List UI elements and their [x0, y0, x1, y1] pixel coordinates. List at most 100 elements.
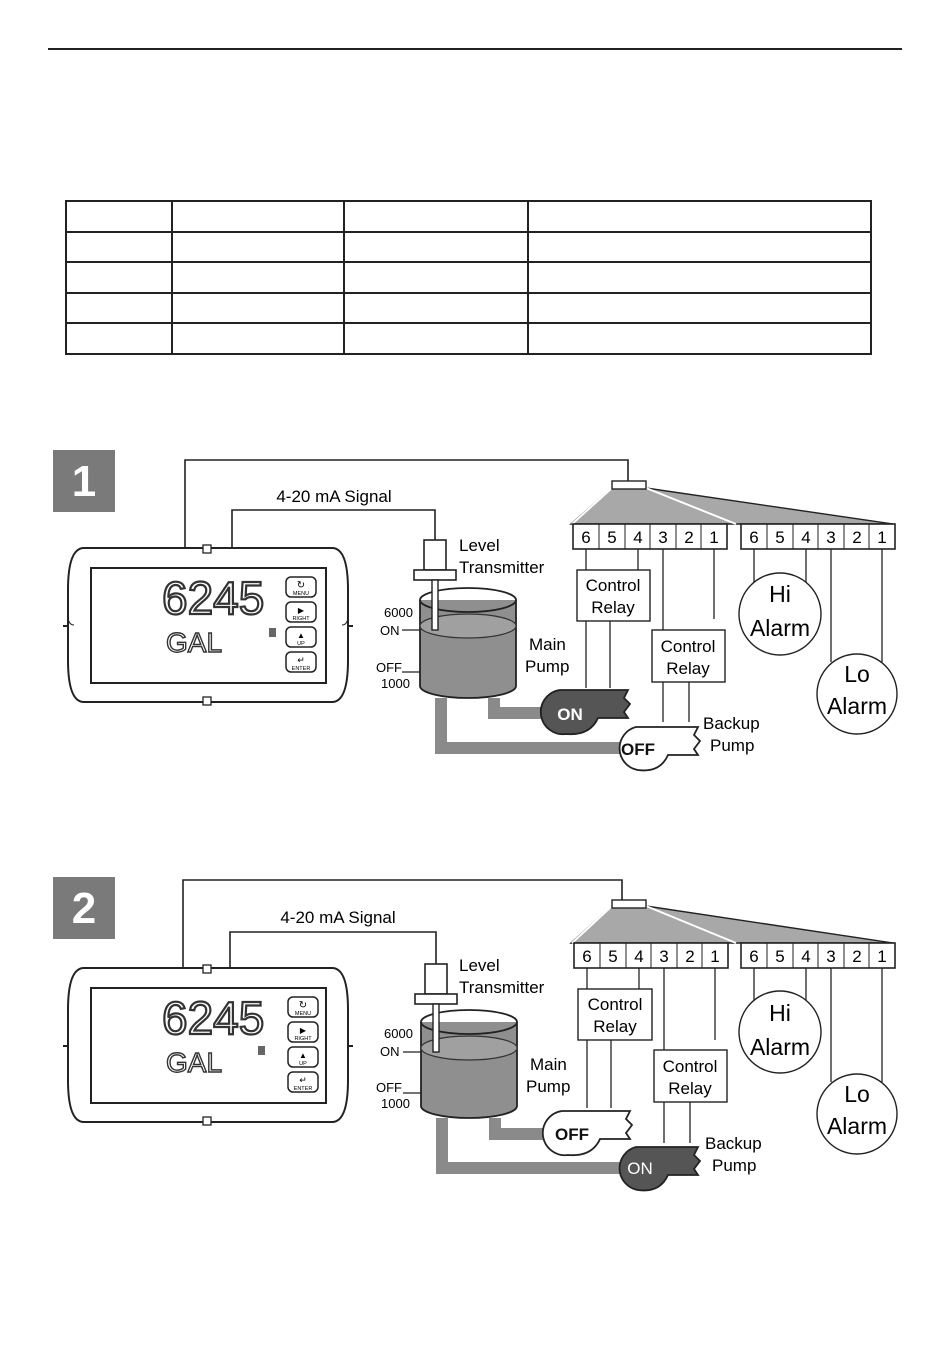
control-relay-1: Control Relay	[577, 988, 653, 1041]
pipes	[436, 1118, 622, 1174]
menu-icon: ↻	[299, 1000, 307, 1011]
main-pump-label-line2: Pump	[525, 657, 569, 676]
step-number: 2	[72, 884, 96, 933]
relay-label: Relay	[591, 598, 635, 617]
backup-pump-pipe	[436, 1118, 622, 1174]
tank-upper-value: 6000	[384, 605, 413, 620]
main-pump: OFF	[541, 1110, 634, 1157]
terminal-label: 4	[634, 947, 643, 966]
lo-alarm-label: Lo	[844, 1081, 870, 1107]
tank-lower-value: 1000	[381, 676, 410, 691]
main-pump-body	[539, 689, 632, 736]
backup-pump-label-line1: Backup	[705, 1134, 762, 1153]
header-rule	[48, 48, 902, 50]
terminal-label: 2	[685, 947, 694, 966]
control-relay-1: Control Relay	[576, 569, 651, 622]
transmitter-label-line2: Transmitter	[459, 558, 545, 577]
enter-button-label: ENTER	[294, 1086, 313, 1092]
power-wire	[184, 459, 629, 550]
table-cell	[171, 261, 345, 294]
up-button[interactable]	[287, 1046, 319, 1068]
right-arrow-icon: ▶	[300, 1026, 307, 1035]
step-badge-box	[53, 450, 115, 512]
pipes	[435, 698, 622, 754]
signal-wires	[182, 879, 623, 970]
transmitter-flange	[413, 569, 457, 581]
table-cell	[65, 200, 173, 233]
transmitter-flange	[414, 993, 458, 1005]
meter-indicator	[269, 628, 276, 637]
right-button-label: RIGHT	[292, 616, 310, 622]
enter-button[interactable]	[287, 1071, 319, 1093]
up-arrow-icon: ▲	[297, 631, 305, 640]
terminal-strip-right: 6 5 4 3 2 1	[740, 523, 896, 550]
enter-button[interactable]	[285, 651, 317, 673]
table-cell	[171, 230, 345, 264]
up-button[interactable]	[285, 626, 317, 648]
menu-button[interactable]	[285, 576, 317, 598]
main-pump-label-line1: Main	[530, 1055, 567, 1074]
signal-wire	[231, 509, 436, 550]
transmitter-label-line1: Level	[459, 956, 500, 975]
signal-wire	[229, 931, 437, 970]
meter: 6245 GAL MENU ↻ RIGHT ▶ UP ▲ ENTER ↵	[63, 964, 353, 1126]
menu-button[interactable]	[287, 996, 319, 1018]
lo-alarm: Lo Alarm	[816, 653, 898, 735]
signal-label: 4-20 mA Signal	[276, 487, 391, 506]
lo-alarm-label: Lo	[844, 661, 870, 687]
terminal-label: 1	[877, 947, 886, 966]
terminal-label: 1	[710, 947, 719, 966]
transmitter-head	[424, 963, 448, 995]
right-button[interactable]	[285, 601, 317, 623]
terminal-label: 4	[801, 947, 810, 966]
relay-label: Control	[661, 637, 716, 656]
right-arrow-icon: ▶	[298, 606, 305, 615]
lo-alarm-label: Alarm	[827, 1113, 887, 1139]
module-wedge	[569, 480, 894, 525]
module-wedge	[569, 899, 894, 944]
tank-upper-value: 6000	[384, 1026, 413, 1041]
main-pump-state: ON	[557, 705, 583, 724]
enter-arrow-icon: ↵	[299, 1075, 307, 1085]
lo-alarm: Lo Alarm	[816, 1073, 898, 1155]
terminal-label: 2	[852, 947, 861, 966]
terminal-label: 5	[607, 528, 616, 547]
table-cell	[65, 291, 173, 325]
backup-pump-body	[618, 1146, 702, 1192]
tank-lower-state: OFF	[376, 660, 402, 675]
enter-button-label: ENTER	[292, 666, 311, 672]
terminal-strip-left: 6 5 4 3 2 1	[573, 942, 729, 969]
table-cell	[65, 230, 173, 264]
table-cell	[343, 261, 529, 294]
right-button[interactable]	[287, 1021, 319, 1043]
table-cell	[527, 261, 872, 294]
terminal-label: 4	[801, 528, 810, 547]
empty-table	[65, 200, 872, 355]
backup-pump: ON	[618, 1146, 702, 1192]
terminal-label: 3	[658, 528, 667, 547]
meter-units: GAL	[166, 627, 222, 658]
backup-pump-pipe	[435, 698, 622, 754]
step-badge: 1	[53, 450, 115, 512]
lo-alarm-label: Alarm	[827, 693, 887, 719]
hi-alarm-label: Hi	[769, 1000, 791, 1026]
menu-icon: ↻	[297, 580, 305, 591]
table-cell	[171, 200, 345, 233]
backup-pump-label-line2: Pump	[710, 736, 754, 755]
signal-label: 4-20 mA Signal	[280, 908, 395, 927]
main-pump: ON	[539, 689, 632, 736]
relay-label: Control	[586, 576, 641, 595]
tank	[402, 539, 517, 699]
terminal-label: 1	[709, 528, 718, 547]
step-badge: 2	[53, 877, 115, 939]
table-cell	[171, 291, 345, 325]
terminal-label: 5	[775, 528, 784, 547]
table-cell	[343, 291, 529, 325]
terminal-strip-left: 6 5 4 3 2 1	[572, 523, 728, 550]
transmitter-label-line1: Level	[459, 536, 500, 555]
signal-wires	[184, 459, 629, 550]
terminal-label: 6	[581, 528, 590, 547]
table-cell	[171, 322, 345, 355]
tank-lower-state: OFF	[376, 1080, 402, 1095]
transmitter-head	[423, 539, 447, 571]
